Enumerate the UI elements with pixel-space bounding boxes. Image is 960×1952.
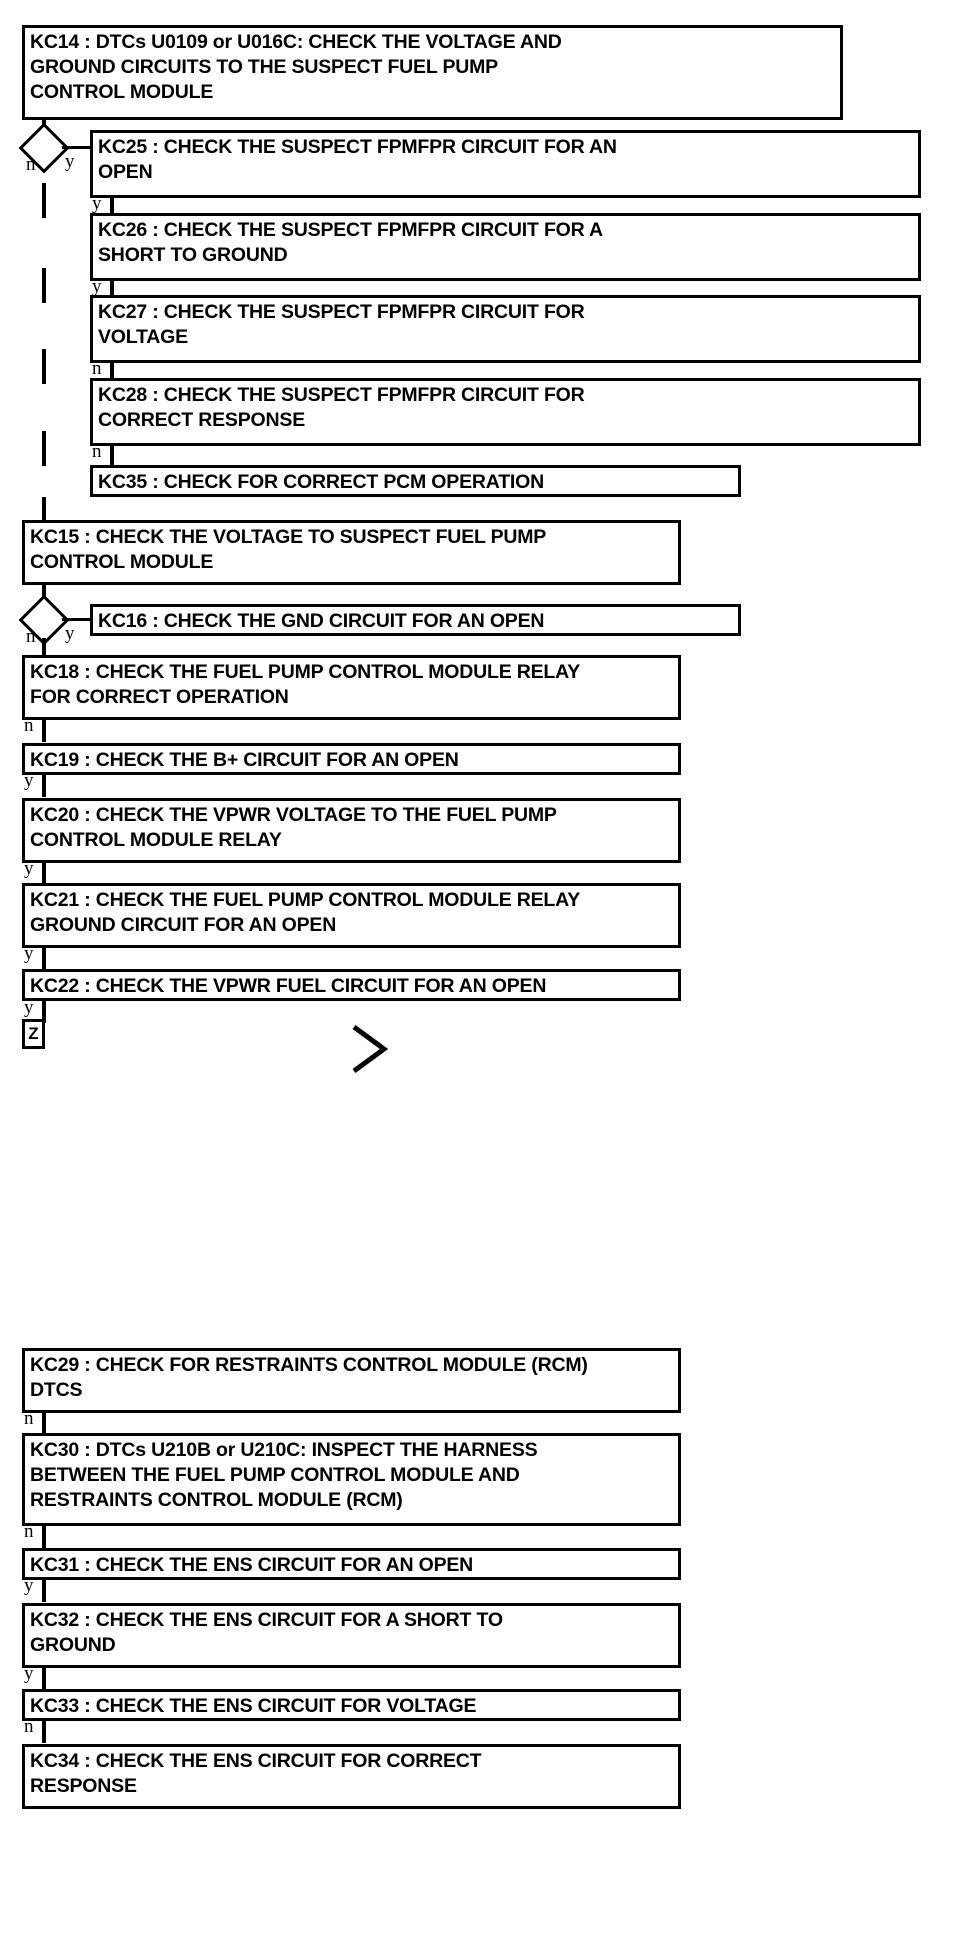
- node-kc29[interactable]: KC29 : CHECK FOR RESTRAINTS CONTROL MODU…: [22, 1348, 681, 1413]
- branch-label-decision2-yes: y: [65, 623, 75, 644]
- node-kc27[interactable]: KC27 : CHECK THE SUSPECT FPMFPR CIRCUIT …: [90, 295, 921, 363]
- branch-label-kc33-no: n: [24, 1716, 34, 1737]
- edge-kc22-to-connector-z: [42, 1001, 46, 1023]
- edge-decision1-no-seg2: [42, 268, 46, 303]
- node-kc30[interactable]: KC30 : DTCs U210B or U210C: INSPECT THE …: [22, 1433, 681, 1526]
- branch-label-kc28-no: n: [92, 441, 102, 462]
- edge-decision1-no-seg3: [42, 349, 46, 384]
- branch-label-kc27-no: n: [92, 358, 102, 379]
- off-page-connector-z[interactable]: Z: [22, 1019, 45, 1049]
- edge-decision2-yes: [62, 618, 94, 621]
- edge-decision1-no-seg4: [42, 431, 46, 466]
- branch-label-kc22-yes: y: [24, 997, 34, 1018]
- edge-kc28-to-kc35: [110, 446, 114, 468]
- edge-kc25-to-kc26: [110, 198, 114, 220]
- branch-label-decision2-no: n: [26, 626, 36, 647]
- edge-kc33-to-kc34: [42, 1721, 46, 1743]
- branch-label-kc19-yes: y: [24, 770, 34, 791]
- edge-decision1-no-seg5: [42, 497, 46, 522]
- branch-label-kc32-yes: y: [24, 1663, 34, 1684]
- node-kc31[interactable]: KC31 : CHECK THE ENS CIRCUIT FOR AN OPEN: [22, 1548, 681, 1580]
- edge-kc31-to-kc32: [42, 1580, 46, 1602]
- node-kc32[interactable]: KC32 : CHECK THE ENS CIRCUIT FOR A SHORT…: [22, 1603, 681, 1668]
- node-kc16[interactable]: KC16 : CHECK THE GND CIRCUIT FOR AN OPEN: [90, 604, 741, 636]
- node-kc34[interactable]: KC34 : CHECK THE ENS CIRCUIT FOR CORRECT…: [22, 1744, 681, 1809]
- node-kc21[interactable]: KC21 : CHECK THE FUEL PUMP CONTROL MODUL…: [22, 883, 681, 948]
- edge-kc32-to-kc33: [42, 1668, 46, 1690]
- node-kc19[interactable]: KC19 : CHECK THE B+ CIRCUIT FOR AN OPEN: [22, 743, 681, 775]
- edge-decision2-no: [42, 638, 46, 656]
- node-kc28[interactable]: KC28 : CHECK THE SUSPECT FPMFPR CIRCUIT …: [90, 378, 921, 446]
- node-kc35[interactable]: KC35 : CHECK FOR CORRECT PCM OPERATION: [90, 465, 741, 497]
- edge-kc27-to-kc28: [110, 363, 114, 385]
- branch-label-kc26-yes: y: [92, 276, 102, 297]
- branch-label-decision1-no: n: [26, 154, 36, 175]
- branch-label-kc30-no: n: [24, 1521, 34, 1542]
- edge-kc20-to-kc21: [42, 863, 46, 885]
- branch-label-kc20-yes: y: [24, 858, 34, 879]
- edge-decision1-yes: [62, 146, 94, 149]
- edge-kc30-to-kc31: [42, 1526, 46, 1548]
- branch-label-kc29-no: n: [24, 1408, 34, 1429]
- node-kc14[interactable]: KC14 : DTCs U0109 or U016C: CHECK THE VO…: [22, 25, 843, 120]
- edge-kc19-to-kc20: [42, 775, 46, 797]
- chevron-right-icon: [348, 1021, 392, 1077]
- node-kc33[interactable]: KC33 : CHECK THE ENS CIRCUIT FOR VOLTAGE: [22, 1689, 681, 1721]
- branch-label-kc18-no: n: [24, 715, 34, 736]
- node-kc25[interactable]: KC25 : CHECK THE SUSPECT FPMFPR CIRCUIT …: [90, 130, 921, 198]
- edge-kc26-to-kc27: [110, 281, 114, 303]
- edge-kc29-to-kc30: [42, 1413, 46, 1435]
- node-kc22[interactable]: KC22 : CHECK THE VPWR FUEL CIRCUIT FOR A…: [22, 969, 681, 1001]
- edge-kc18-to-kc19: [42, 720, 46, 742]
- node-kc18[interactable]: KC18 : CHECK THE FUEL PUMP CONTROL MODUL…: [22, 655, 681, 720]
- branch-label-kc25-yes: y: [92, 193, 102, 214]
- branch-label-decision1-yes: y: [65, 151, 75, 172]
- node-kc26[interactable]: KC26 : CHECK THE SUSPECT FPMFPR CIRCUIT …: [90, 213, 921, 281]
- node-kc15[interactable]: KC15 : CHECK THE VOLTAGE TO SUSPECT FUEL…: [22, 520, 681, 585]
- edge-kc21-to-kc22: [42, 948, 46, 970]
- edge-decision1-no-seg1: [42, 183, 46, 218]
- node-kc20[interactable]: KC20 : CHECK THE VPWR VOLTAGE TO THE FUE…: [22, 798, 681, 863]
- branch-label-kc21-yes: y: [24, 943, 34, 964]
- branch-label-kc31-yes: y: [24, 1575, 34, 1596]
